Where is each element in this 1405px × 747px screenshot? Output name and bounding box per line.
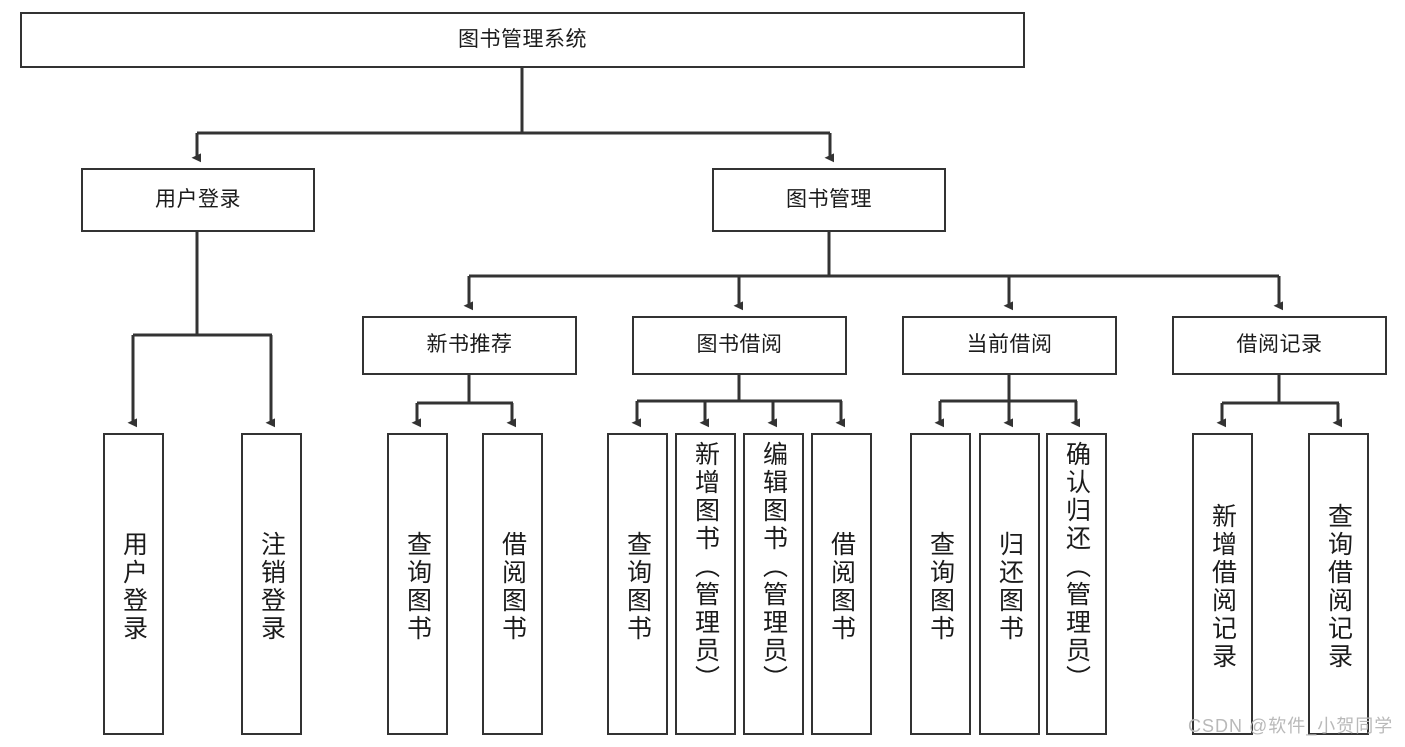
node-label: 借阅图书 (498, 531, 527, 643)
node-label: 用户登录 (119, 531, 148, 643)
node-label: 图书管理 (786, 187, 872, 211)
node-label: 查询图书 (403, 531, 432, 643)
leaf-add-borrow-record[interactable]: 新增借阅记录 (1192, 433, 1253, 735)
node-new-book-recommend[interactable]: 新书推荐 (362, 316, 577, 375)
node-label: 归还图书 (995, 531, 1024, 643)
node-user-login[interactable]: 用户登录 (81, 168, 315, 232)
node-label: 借阅记录 (1236, 333, 1323, 357)
node-label: 图书借阅 (696, 333, 783, 357)
node-label: 图书管理系统 (458, 27, 587, 51)
leaf-borrow-book[interactable]: 借阅图书 (811, 433, 872, 735)
node-label: 新增借阅记录 (1208, 503, 1237, 671)
node-label: 新书推荐 (426, 333, 513, 357)
node-current-borrow[interactable]: 当前借阅 (902, 316, 1117, 375)
leaf-user-login[interactable]: 用户登录 (103, 433, 164, 735)
node-book-borrow[interactable]: 图书借阅 (632, 316, 847, 375)
node-label: 注销登录 (257, 531, 286, 643)
node-label: 查询借阅记录 (1324, 503, 1353, 671)
leaf-query-book-recommend[interactable]: 查询图书 (387, 433, 448, 735)
leaf-borrow-book-recommend[interactable]: 借阅图书 (482, 433, 543, 735)
node-label: 借阅图书 (827, 531, 856, 643)
node-label: 确认归还（管理员） (1062, 441, 1091, 693)
node-root[interactable]: 图书管理系统 (20, 12, 1025, 68)
leaf-query-book-current[interactable]: 查询图书 (910, 433, 971, 735)
leaf-logout[interactable]: 注销登录 (241, 433, 302, 735)
node-label: 查询图书 (623, 531, 652, 643)
leaf-return-book[interactable]: 归还图书 (979, 433, 1040, 735)
leaf-query-borrow-record[interactable]: 查询借阅记录 (1308, 433, 1369, 735)
node-book-management[interactable]: 图书管理 (712, 168, 946, 232)
leaf-edit-book-admin[interactable]: 编辑图书（管理员） (743, 433, 804, 735)
node-label: 查询图书 (926, 531, 955, 643)
leaf-confirm-return-admin[interactable]: 确认归还（管理员） (1046, 433, 1107, 735)
node-label: 新增图书（管理员） (691, 441, 720, 693)
node-label: 编辑图书（管理员） (759, 441, 788, 693)
node-label: 用户登录 (155, 187, 241, 211)
node-borrow-record[interactable]: 借阅记录 (1172, 316, 1387, 375)
leaf-add-book-admin[interactable]: 新增图书（管理员） (675, 433, 736, 735)
leaf-query-book-borrow[interactable]: 查询图书 (607, 433, 668, 735)
node-label: 当前借阅 (966, 333, 1053, 357)
